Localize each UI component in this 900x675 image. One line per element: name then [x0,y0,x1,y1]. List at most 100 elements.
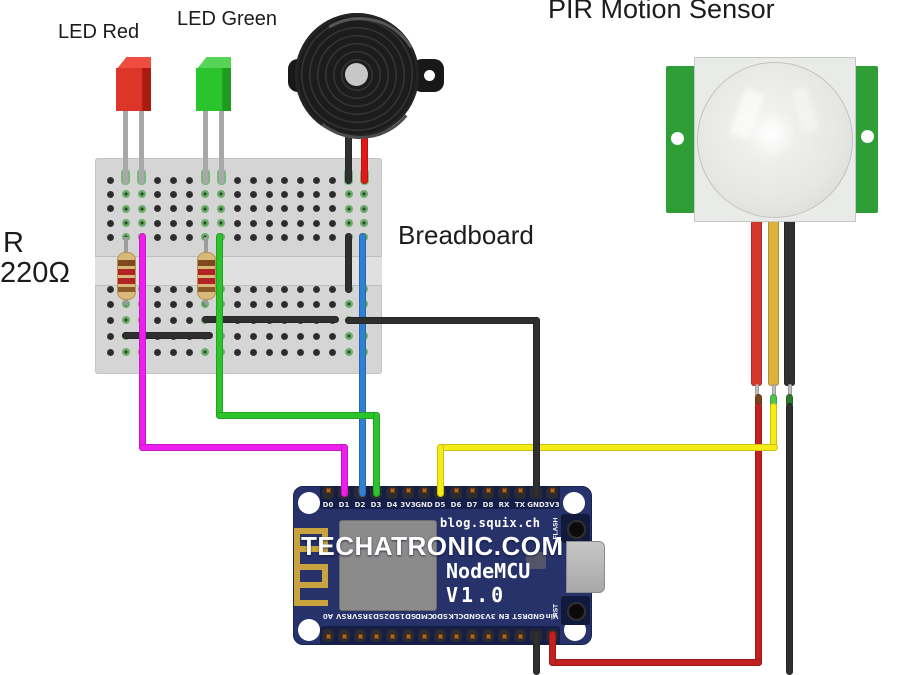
wire-green-horizontal [215,412,380,419]
pin-pad-top [421,488,427,493]
breadboard-hole [233,332,241,340]
pin-pad-bottom [421,634,427,639]
wire-magenta-d1-vertical [340,444,348,497]
breadboard-hole [106,348,114,356]
led-red-top [116,57,151,70]
breadboard-hole [154,300,162,308]
rst-button[interactable] [567,602,586,621]
wire-yellow-horizontal [436,444,778,451]
label-breadboard: Breadboard [398,220,534,250]
breadboard-hole [106,176,114,184]
breadboard-hole [313,219,321,227]
breadboard-hole [186,233,193,241]
breadboard-hole [186,190,193,198]
breadboard-hole [121,190,130,198]
pin-pad-top [469,488,475,493]
breadboard-hole [233,233,241,241]
breadboard-hole [329,190,337,198]
wifi-antenna-finger-2 [294,546,328,552]
usb-connector [566,541,605,593]
pin-pad-bottom [485,634,491,639]
breadboard-hole [265,176,273,184]
pir-pin-tip-1 [754,384,759,396]
breadboard-hole [170,190,178,198]
breadboard-hole [329,233,337,241]
pin-label-top-D4: D4 [386,501,398,509]
label-resistor-r: R [3,227,24,259]
breadboard-hole [281,190,289,198]
breadboard-hole [313,190,321,198]
pin-label-top-TX: TX [514,501,526,509]
pin-label-top-D0: D0 [322,501,334,509]
pin-label-top-RX: RX [498,501,510,509]
wire-blue-d2-vertical [358,233,366,497]
breadboard-hole [217,204,226,213]
breadboard-hole [281,300,289,308]
pin-label-top-GND: GND [415,501,433,509]
breadboard-hole [313,176,321,184]
breadboard-hole [201,219,210,227]
breadboard-hole [106,190,114,198]
wifi-antenna-finger-1 [294,528,328,534]
breadboard-hole [344,190,353,198]
wire-green-d3-vertical [372,412,380,497]
pir-hole-left [671,132,684,145]
breadboard-hole [170,205,178,212]
breadboard-hole [233,219,241,227]
breadboard-jumper-left [122,332,213,339]
flash-button[interactable] [567,520,586,539]
breadboard-hole [249,190,257,198]
breadboard-hole [201,204,210,213]
esp8266-chip [339,520,437,611]
buzzer-center [345,63,368,86]
breadboard-hole [265,205,273,212]
breadboard-hole [137,204,146,213]
led-green-icon [196,68,231,111]
breadboard-hole [106,205,114,212]
breadboard-hole [154,219,162,227]
breadboard-hole [154,190,162,198]
pin-pad-bottom [501,634,507,639]
label-led-green: LED Green [177,8,278,30]
led-green-leg-1 [203,108,208,184]
breadboard-hole [344,219,353,227]
breadboard-hole [154,285,162,293]
breadboard-hole [217,219,226,227]
breadboard-hole [154,176,162,184]
nodemcu-name: NodeMCU [446,559,531,583]
breadboard-hole [281,233,289,241]
led-green-top [196,57,231,70]
breadboard-hole [186,176,193,184]
nodemcu-watermark: TECHATRONIC.COM [301,531,564,561]
wire-green-breadboard-vertical [215,233,223,419]
breadboard-hole [360,219,369,227]
breadboard-hole [360,204,369,213]
wire-yellow-pir-vertical [770,403,777,451]
pin-label-top-3V3: 3V3 [400,501,416,509]
breadboard-hole [106,300,114,308]
breadboard-hole [329,285,337,293]
wire-yellow-tip-green [770,394,777,407]
breadboard-hole [186,285,193,293]
breadboard-hole [170,285,178,293]
wire-red-vin-vertical [548,631,556,666]
wire-red-tip-brown [754,394,762,407]
breadboard-hole [297,205,305,212]
wire-yellow-d5-vertical [436,444,444,497]
pin-pad-bottom [341,634,347,639]
breadboard-hole [281,176,289,184]
breadboard-hole [186,205,193,212]
led-red-icon [116,68,151,111]
wire-red-bottom-horizontal [548,659,762,666]
pin-pad-bottom [373,634,379,639]
breadboard-hole [186,300,193,308]
flash-button-label: FLASH [552,517,560,540]
breadboard-hole [329,300,337,308]
breadboard-hole [233,176,241,184]
breadboard-hole [249,205,257,212]
breadboard-hole [233,190,241,198]
wire-magenta-horizontal [138,444,348,451]
breadboard-hole [170,348,178,356]
nodemcu-mount-hole-bl [298,619,320,641]
